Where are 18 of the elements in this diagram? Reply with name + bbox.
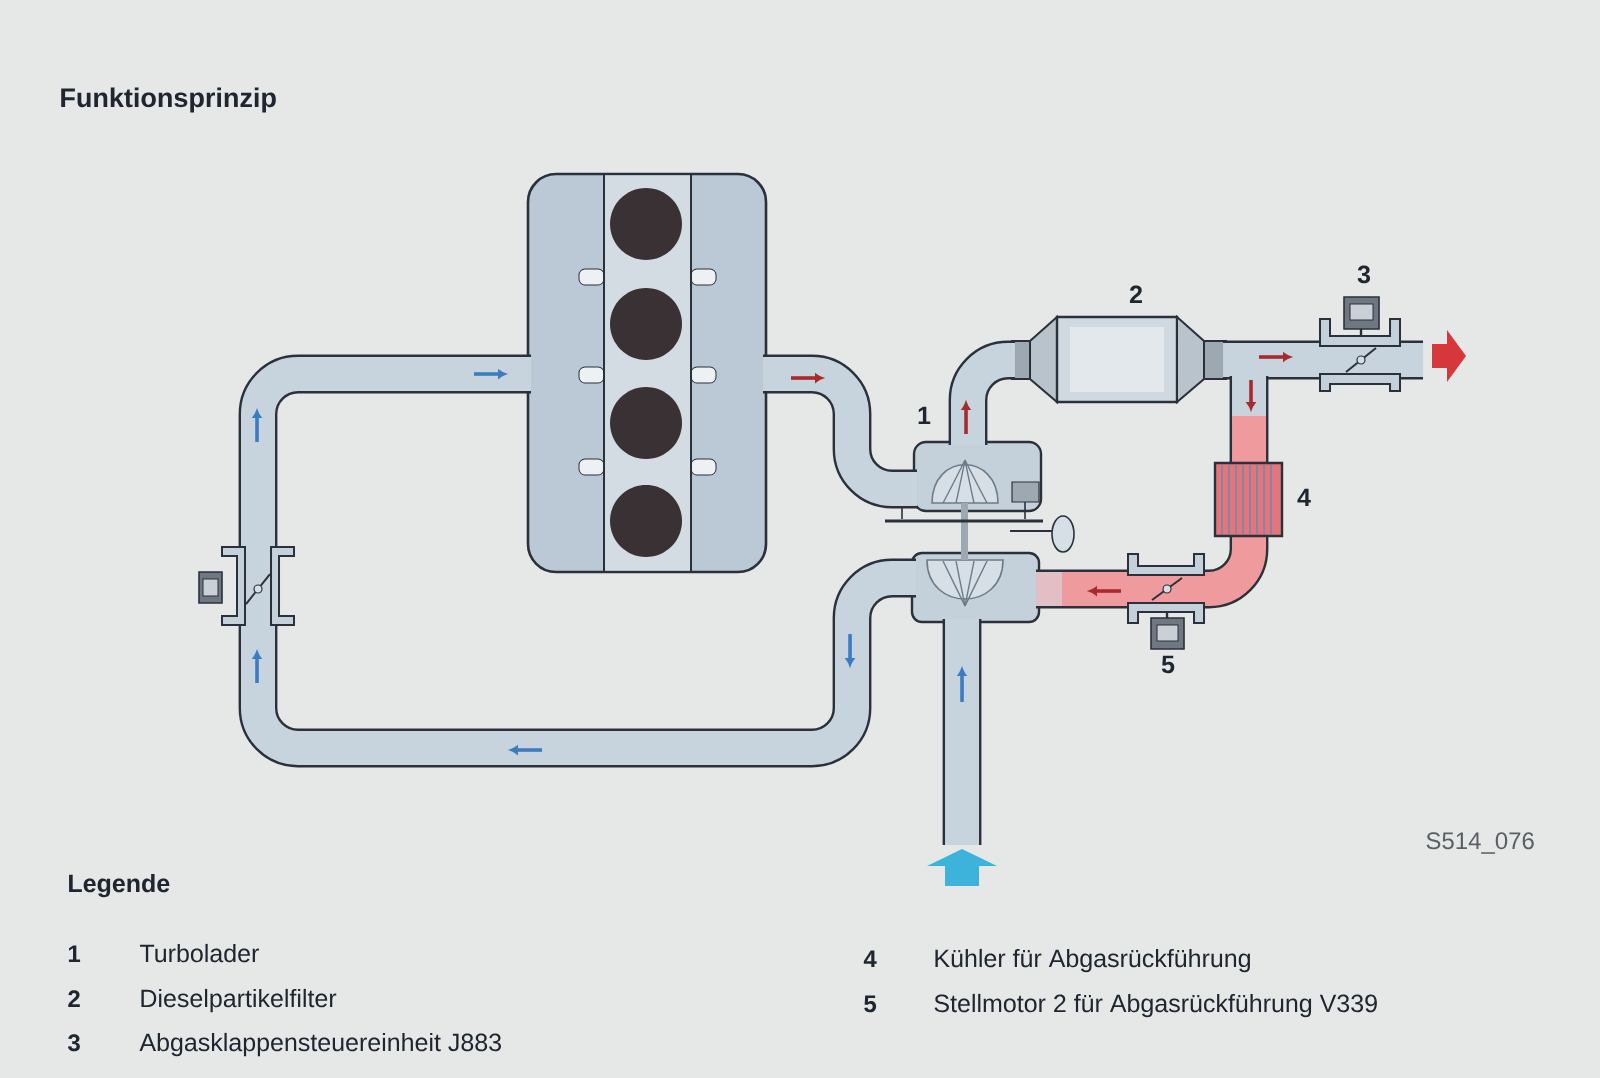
callout-number: 2 [1129,285,1142,303]
legend-text: Turbolader [139,943,259,963]
legend-heading: Legende [69,873,170,898]
legend-text: Stellmotor 2 für Abgasrückführung V339 [934,993,1377,1018]
legend-number: 5 [864,995,877,1013]
callout-number: 3 [1357,265,1371,284]
legend-number: 4 [863,950,877,967]
figure-code: S514_076 [1426,832,1534,854]
callout-number: 4 [1297,488,1311,506]
legend-number: 2 [68,990,80,1007]
legend-number: 1 [68,945,81,962]
legend-text: Kühler für Abgasrückführung [935,948,1250,973]
legend-text: Abgasklappensteuereinheit J883 [139,1032,501,1057]
title: Funktionsprinzip [61,87,276,113]
legend-text: Dieselpartikelfilter [141,988,337,1013]
callout-number: 5 [1161,655,1175,674]
legend-number: 3 [67,1034,80,1052]
callout-number: 1 [918,406,931,424]
